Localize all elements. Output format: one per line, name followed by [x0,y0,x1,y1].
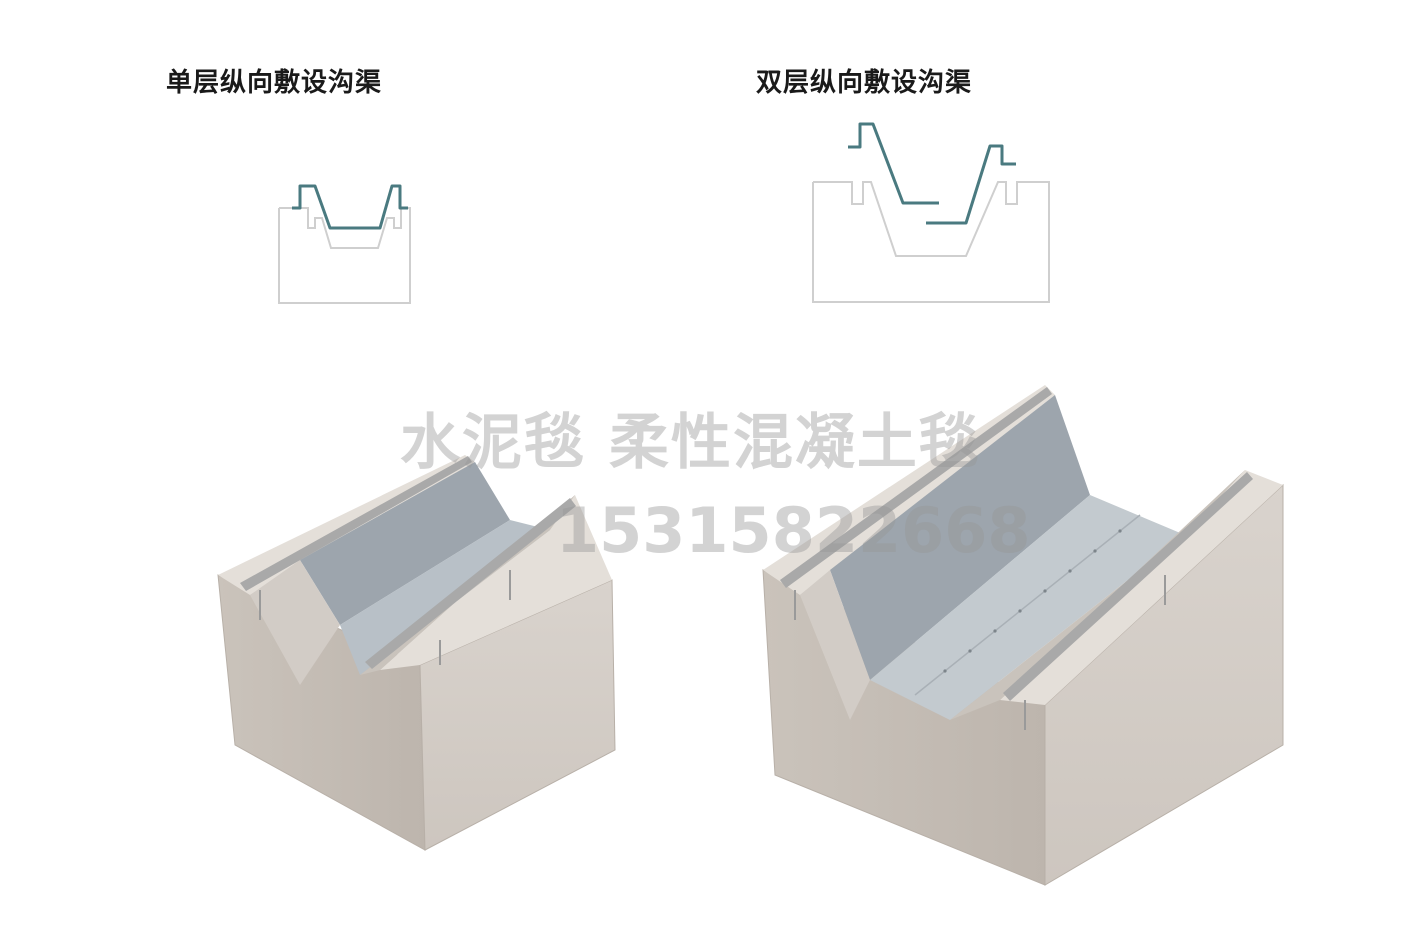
lower-liner-line [926,144,1016,225]
block-top-right [380,495,612,670]
blanket-far-slope [830,395,1090,680]
trench-near-slope [800,570,870,720]
double-layer-cross-section [812,122,1050,303]
upper-liner-line [848,122,939,205]
trench-outline [278,207,411,304]
blanket-far-slope [300,462,510,625]
blanket-seam [914,514,1141,696]
liner-line [292,184,408,230]
trench-near-slope [250,560,340,685]
double-layer-title: 双层纵向敷设沟渠 [756,68,973,98]
rail-left [780,387,1052,588]
single-layer-title: 单层纵向敷设沟渠 [166,68,383,98]
rail-right [365,498,576,669]
double-layer-3d-block [762,385,1284,886]
trench-outline [812,181,1050,303]
rail-right [1003,472,1253,701]
single-layer-3d-block [217,455,616,851]
blanket-bottom [870,495,1185,720]
rail-left [240,456,472,591]
single-layer-cross-section [278,184,411,304]
block-top-right [1000,470,1283,705]
